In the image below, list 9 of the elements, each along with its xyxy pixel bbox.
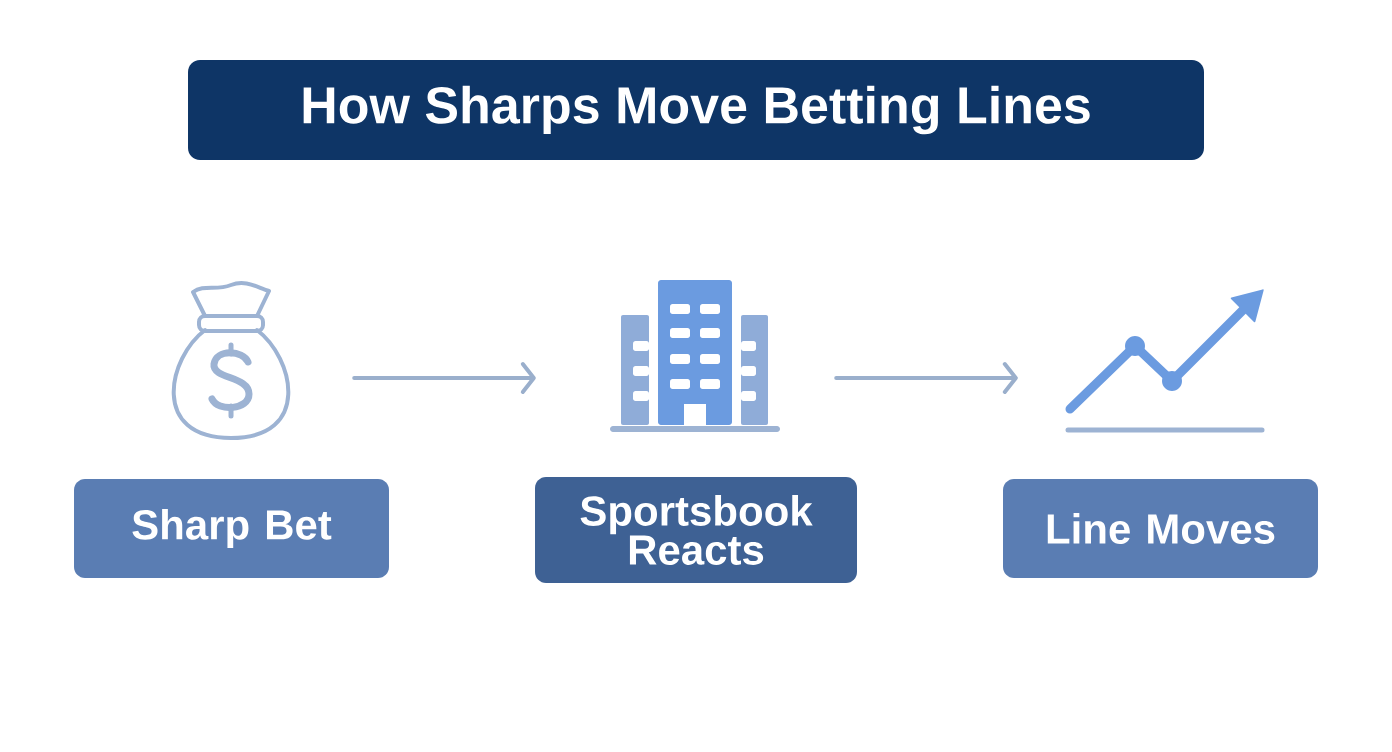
arrow <box>834 362 1018 394</box>
title-banner: How Sharps Move Betting Lines <box>188 60 1204 160</box>
building-icon <box>610 280 780 432</box>
arrow <box>352 362 536 394</box>
label-box: Line Moves <box>1003 479 1318 578</box>
rising-chart-icon <box>1065 289 1265 433</box>
label-box: Sharp Bet <box>74 479 389 578</box>
money-bag-icon <box>171 281 291 440</box>
label-box: Sportsbook Reacts <box>535 477 857 583</box>
